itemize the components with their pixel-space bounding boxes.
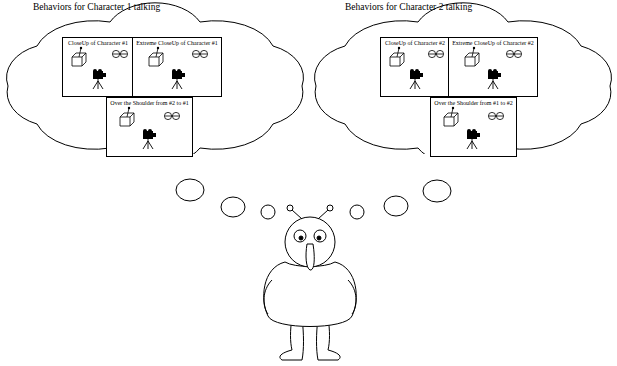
cloud-heading: Behaviors for Character 2 talking — [345, 2, 472, 12]
shot-box: Over the Shoulder from #2 to #1 — [106, 97, 193, 157]
shot-box: Extreme CloseUp of Character #2 — [448, 37, 538, 97]
shot-caption: CloseUp of Character #1 — [63, 38, 133, 47]
shot-box: Extreme CloseUp of Character #1 — [132, 37, 222, 97]
shot-box: CloseUp of Character #2 — [380, 37, 450, 97]
thinker-figure — [264, 205, 357, 360]
thought-cloud: Behaviors for Character 2 talkingCloseUp… — [313, 2, 613, 154]
thought-bubbles — [176, 179, 451, 219]
shot-box: CloseUp of Character #1 — [62, 37, 134, 97]
shot-caption: Over the Shoulder from #2 to #1 — [107, 98, 192, 107]
shot-box: Over the Shoulder from #1 to #2 — [430, 97, 517, 157]
shot-caption: Extreme CloseUp of Character #1 — [133, 38, 221, 47]
shot-caption: Extreme CloseUp of Character #2 — [449, 38, 537, 47]
shot-caption: Over the Shoulder from #1 to #2 — [431, 98, 516, 107]
cloud-heading: Behaviors for Character 1 talking — [33, 2, 160, 12]
shot-caption: CloseUp of Character #2 — [381, 38, 449, 47]
thought-cloud: Behaviors for Character 1 talkingCloseUp… — [5, 2, 305, 154]
